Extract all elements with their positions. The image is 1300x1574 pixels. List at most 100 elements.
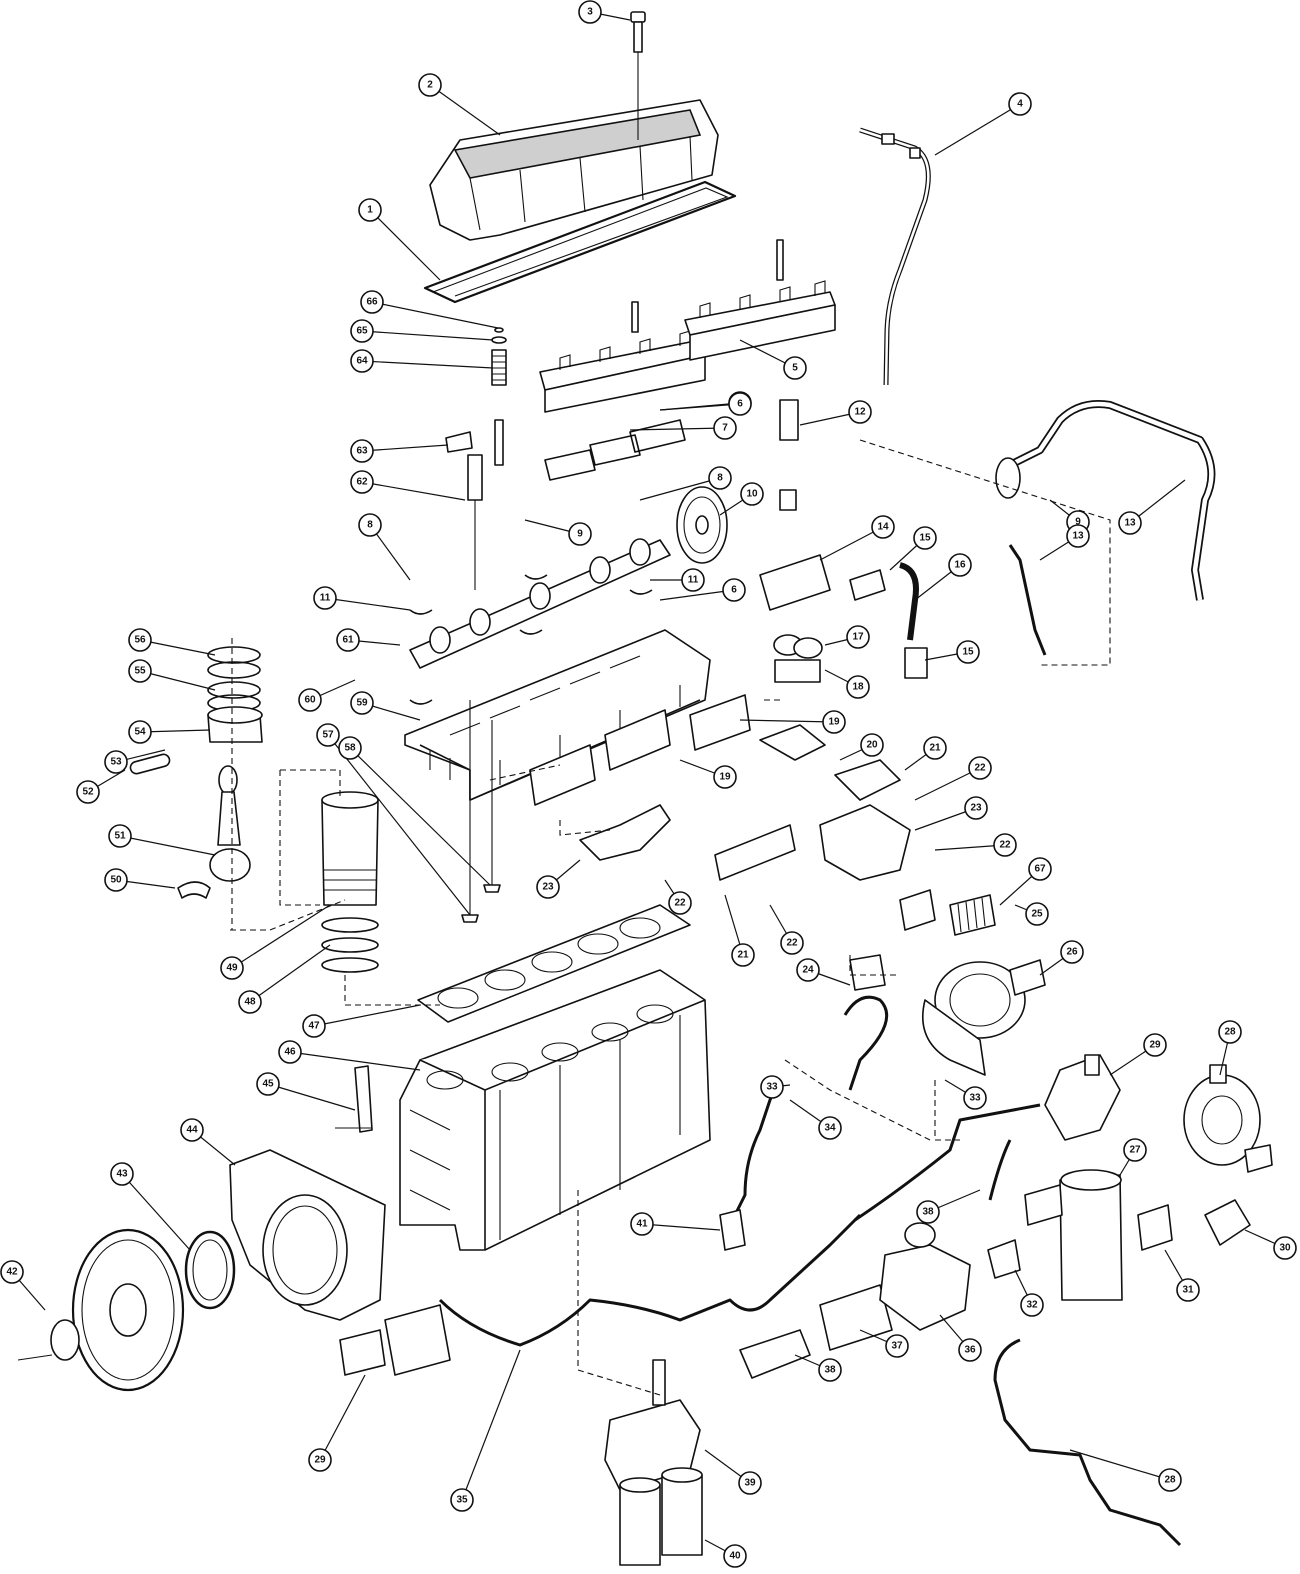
callout-leader — [361, 360, 494, 369]
callout-66: 66 — [360, 290, 384, 314]
callout-leader — [1069, 1449, 1171, 1481]
coolant-line — [993, 1338, 1182, 1547]
callout-leader — [361, 444, 449, 452]
callout-leader — [461, 1349, 521, 1501]
callout-label: 37 — [891, 1341, 903, 1352]
callout-label: 53 — [110, 757, 122, 768]
callout-13: 13 — [1118, 511, 1142, 535]
oil-lines — [438, 995, 1041, 1347]
callout-5: 5 — [783, 356, 807, 380]
oil-pressure-line — [719, 1079, 782, 1251]
callout-31: 31 — [1176, 1278, 1200, 1302]
callout-label: 26 — [1066, 947, 1078, 958]
callout-42: 42 — [0, 1260, 24, 1284]
callout-55: 55 — [128, 659, 152, 683]
callout-14: 14 — [871, 515, 895, 539]
callout-39: 39 — [738, 1471, 762, 1495]
callout-label: 3 — [587, 7, 593, 18]
callout-label: 31 — [1182, 1285, 1194, 1296]
cover-bolt — [630, 11, 646, 140]
turbocharger — [849, 954, 1046, 1076]
callout-28: 28 — [1158, 1468, 1182, 1492]
callout-61: 61 — [336, 628, 360, 652]
callout-label: 13 — [1072, 531, 1084, 542]
callout-34: 34 — [818, 1116, 842, 1140]
callout-18: 18 — [846, 675, 870, 699]
callout-leader — [121, 1173, 191, 1251]
callout-1: 1 — [358, 198, 382, 222]
callout-46: 46 — [278, 1040, 302, 1064]
callout-leader — [819, 526, 884, 561]
callout-label: 19 — [828, 717, 840, 728]
intake-tube — [995, 400, 1216, 656]
callout-33: 33 — [760, 1075, 784, 1099]
callout-label: 58 — [344, 743, 356, 754]
callout-22: 22 — [993, 833, 1017, 857]
callout-8: 8 — [708, 466, 732, 490]
callout-59: 59 — [350, 691, 374, 715]
callout-label: 18 — [852, 682, 864, 693]
callout-label: 39 — [744, 1478, 756, 1489]
callout-label: 33 — [766, 1082, 778, 1093]
callout-36: 36 — [958, 1338, 982, 1362]
callout-28: 28 — [1218, 1020, 1242, 1044]
callout-label: 59 — [356, 698, 368, 709]
callout-leader — [369, 209, 441, 281]
callout-leader — [429, 84, 501, 136]
callout-45: 45 — [256, 1072, 280, 1096]
callout-67: 67 — [1028, 857, 1052, 881]
thermostat-housing — [1044, 1054, 1121, 1141]
valves — [461, 700, 501, 923]
callout-40: 40 — [723, 1544, 747, 1568]
block-bracket — [335, 1065, 373, 1133]
callout-label: 41 — [636, 1219, 648, 1230]
callout-leader — [249, 944, 331, 1003]
callout-43: 43 — [110, 1162, 134, 1186]
callout-10: 10 — [740, 482, 764, 506]
callout-leader — [934, 103, 1021, 156]
callout-30: 30 — [1273, 1236, 1297, 1260]
callout-11: 11 — [681, 568, 705, 592]
callout-19: 19 — [822, 710, 846, 734]
cam-bearing-shells — [409, 574, 653, 705]
callout-label: 38 — [922, 1207, 934, 1218]
callout-57: 57 — [316, 723, 340, 747]
callout-label: 1 — [367, 205, 373, 216]
water-pump — [1183, 1064, 1273, 1173]
callout-leader — [629, 427, 726, 431]
callout-label: 32 — [1026, 1300, 1038, 1311]
callout-label: 49 — [226, 963, 238, 974]
callout-label: 22 — [974, 763, 986, 774]
callout-27: 27 — [1123, 1138, 1147, 1162]
callout-6: 6 — [722, 578, 746, 602]
cylinder-liner — [321, 791, 379, 973]
callout-label: 21 — [929, 743, 941, 754]
callout-52: 52 — [76, 780, 100, 804]
callout-19: 19 — [713, 765, 737, 789]
callout-60: 60 — [298, 688, 322, 712]
engine-block — [399, 969, 711, 1251]
piston — [129, 706, 263, 775]
valve-spring — [491, 327, 507, 466]
callout-label: 28 — [1224, 1027, 1236, 1038]
callout-leader — [361, 330, 494, 341]
rear-seal — [184, 1230, 236, 1310]
callout-label: 62 — [356, 477, 368, 488]
callout-7: 7 — [713, 416, 737, 440]
callout-leader — [327, 734, 471, 916]
callout-15: 15 — [956, 640, 980, 664]
callout-29: 29 — [1143, 1033, 1167, 1057]
callout-label: 30 — [1279, 1243, 1291, 1254]
callout-label: 22 — [786, 938, 798, 949]
fuel-bracket — [759, 399, 928, 683]
camshaft — [409, 538, 671, 669]
callout-label: 16 — [954, 560, 966, 571]
callout-label: 52 — [82, 787, 94, 798]
callout-label: 46 — [284, 1047, 296, 1058]
callout-2: 2 — [418, 73, 442, 97]
callout-label: 2 — [427, 80, 433, 91]
callout-49: 49 — [220, 956, 244, 980]
callout-label: 23 — [970, 803, 982, 814]
